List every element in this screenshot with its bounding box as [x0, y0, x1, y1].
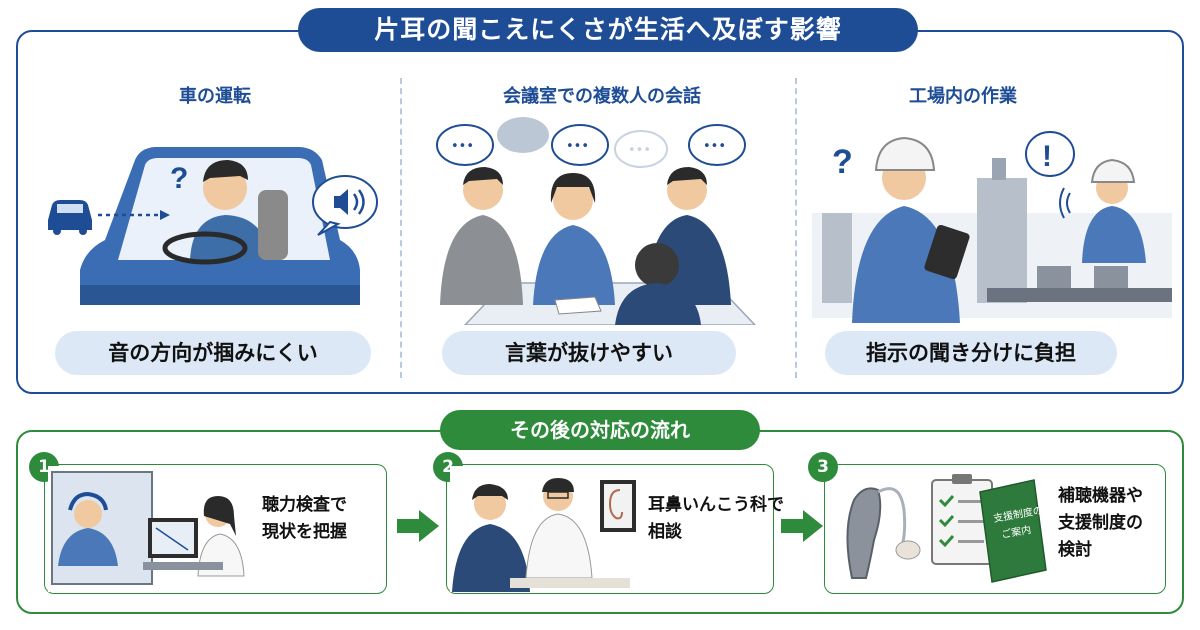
helmet [874, 136, 936, 171]
desk [143, 562, 223, 570]
driving-caption: 音の方向が掴みにくい [55, 331, 371, 375]
speech-bubble: ••• [688, 124, 746, 166]
car-hood [80, 285, 360, 305]
hearing-aid-illustration [846, 487, 921, 579]
factory-caption: 指示の聞き分けに負担 [825, 331, 1117, 375]
factory-title: 工場内の作業 [909, 86, 1017, 107]
conveyor [987, 288, 1172, 302]
sound-arrow-head [160, 210, 170, 220]
impact-title: 片耳の聞こえにくさが生活へ及ぼす影響 [298, 8, 918, 52]
approaching-car-icon [48, 200, 92, 235]
driving-illustration: ? [48, 147, 378, 305]
steering-wheel [162, 231, 248, 265]
svg-text:•••: ••• [451, 139, 474, 154]
arrow-right-icon [397, 510, 439, 542]
svg-text:•••: ••• [566, 139, 589, 154]
speech-bubble-alert: ! [1025, 131, 1075, 177]
person-back [615, 283, 701, 325]
step-1-line2: 現状を把握 [262, 522, 347, 542]
ent-consult-illustration [450, 466, 640, 592]
column-divider [795, 78, 797, 378]
person-woman [533, 225, 615, 305]
meeting-caption: 言葉が抜けやすい [442, 331, 736, 375]
hearing-aid-icon [846, 487, 882, 579]
question-mark: ? [170, 162, 188, 195]
machine [977, 178, 1027, 303]
factory-illustration: ? ! [812, 131, 1172, 323]
step-3-line2: 支援制度の [1058, 513, 1143, 533]
flow-title: その後の対応の流れ [440, 410, 760, 450]
booth-window [51, 471, 153, 585]
meeting-illustration: ••• ••• ••• ••• [436, 117, 757, 325]
driver-hair [203, 160, 248, 182]
svg-text:•••: ••• [703, 139, 726, 154]
hearing-test-illustration [48, 466, 248, 592]
step-1-line1: 聴力検査で [262, 495, 347, 515]
meeting-title: 会議室での複数人の会話 [503, 86, 701, 107]
speaker-icon [334, 189, 348, 215]
svg-text:•••: ••• [628, 143, 651, 158]
speech-bubble-faded: ••• [614, 130, 668, 168]
speech-bubble: ••• [551, 124, 609, 166]
checklist-booklet-illustration: 支援制度の ご案内 [931, 474, 1047, 583]
speaker-bubble [312, 175, 378, 236]
machine [822, 213, 852, 303]
svg-text:!: ! [1042, 140, 1052, 173]
worker-front [852, 206, 960, 323]
step-2-line1: 耳鼻いんこう科で [648, 495, 784, 515]
doctor [525, 513, 593, 579]
support-booklet [979, 479, 1047, 583]
question-mark: ? [832, 143, 853, 181]
step-3-line3: 検討 [1058, 540, 1092, 560]
speech-bubble-gray [497, 117, 549, 153]
ear-icon [608, 489, 623, 520]
step-2-line2: 相談 [648, 522, 682, 542]
speech-bubble: ••• [436, 124, 494, 166]
step-3-line1: 補聴機器や [1058, 486, 1143, 506]
person-gray-suit [440, 215, 523, 305]
driving-title: 車の運転 [179, 86, 251, 107]
seat [258, 190, 288, 260]
headphones-icon [68, 491, 108, 511]
step-number-3: 3 [808, 452, 838, 482]
tablet [924, 224, 970, 280]
worker-back [1082, 206, 1146, 263]
patient [452, 524, 530, 592]
paper [554, 296, 602, 315]
arrow-right-icon [781, 510, 823, 542]
column-divider [400, 78, 402, 378]
